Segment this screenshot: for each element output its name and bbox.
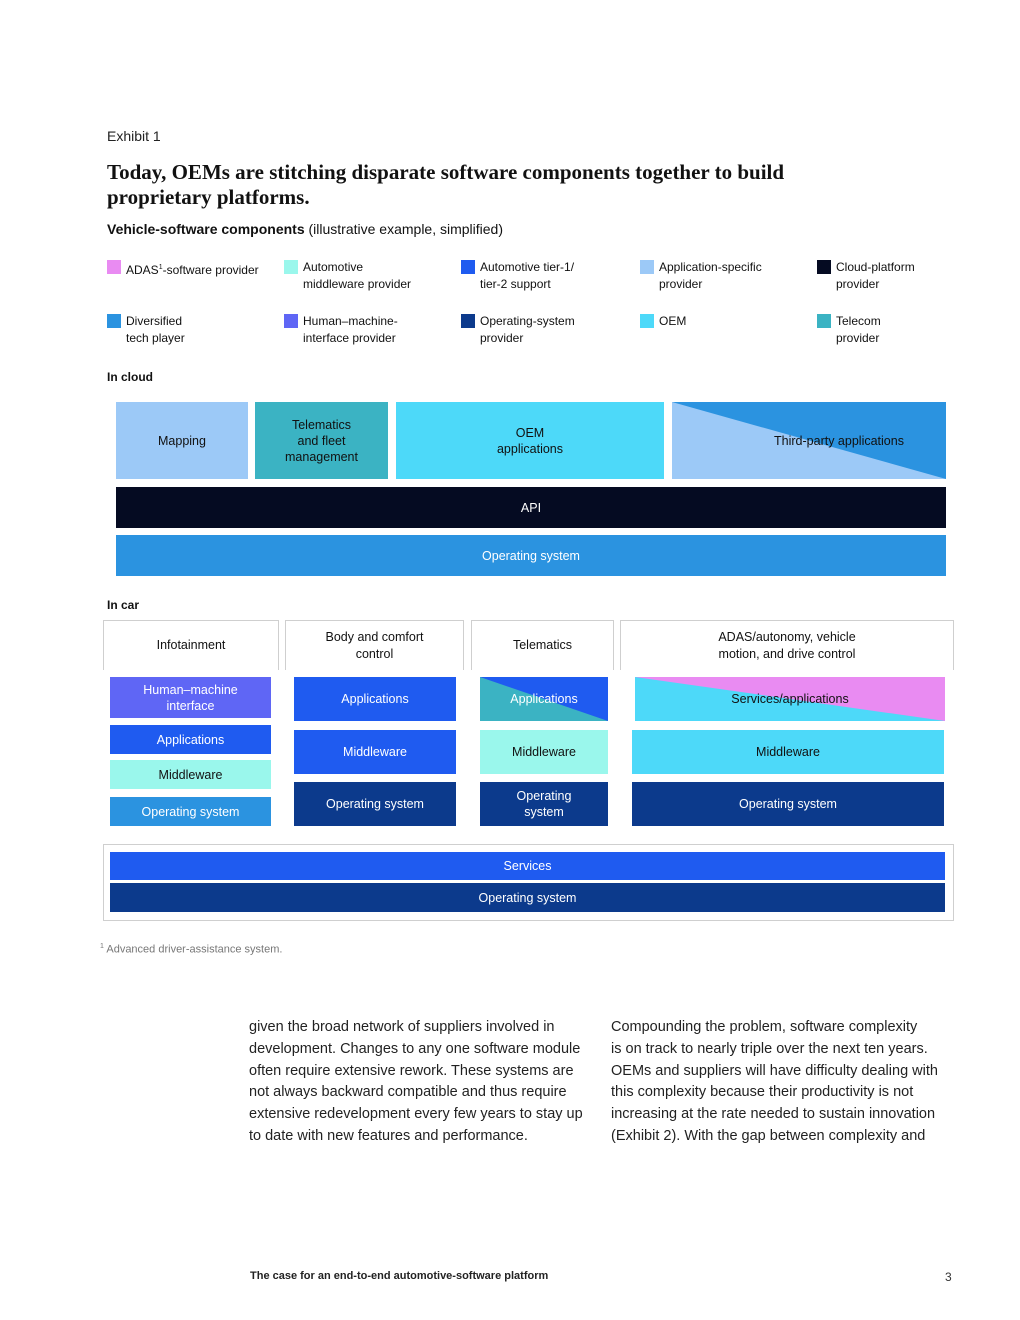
services-os-block: Operating system <box>110 883 945 912</box>
legend-swatch <box>461 260 475 274</box>
telematics-fleet-block: Telematics and fleet management <box>255 402 388 479</box>
cloud-os-block: Operating system <box>116 535 946 576</box>
telematics-applications-block: Applications <box>480 677 608 721</box>
telematics-os-block: Operating system <box>480 782 608 826</box>
mapping-block: Mapping <box>116 402 248 479</box>
subtitle-bold: Vehicle-software components <box>107 221 305 237</box>
legend-swatch <box>817 314 831 328</box>
footer-title: The case for an end-to-end automotive-so… <box>250 1270 549 1282</box>
legend-swatch <box>284 260 298 274</box>
adas-services-applications-block: Services/applications <box>635 677 945 721</box>
telematics-apps-diagonal <box>480 677 608 721</box>
infotainment-middleware-block: Middleware <box>110 760 271 789</box>
body-middleware-block: Middleware <box>294 730 456 774</box>
adas-os-block: Operating system <box>632 782 944 826</box>
adas-middleware-block: Middleware <box>632 730 944 774</box>
legend-swatch <box>461 314 475 328</box>
footnote: 1 Advanced driver-assistance system. <box>100 943 283 956</box>
body-comfort-column-header: Body and comfort control <box>285 620 464 670</box>
exhibit-label: Exhibit 1 <box>107 128 161 144</box>
legend-swatch <box>284 314 298 328</box>
legend-swatch <box>817 260 831 274</box>
infotainment-os-block: Operating system <box>110 797 271 826</box>
telematics-middleware-block: Middleware <box>480 730 608 774</box>
telematics-column-header: Telematics <box>471 620 614 670</box>
subtitle-rest: (illustrative example, simplified) <box>304 221 504 237</box>
infotainment-applications-block: Applications <box>110 725 271 754</box>
in-car-label: In car <box>107 598 140 612</box>
adas-services-diagonal <box>635 677 945 721</box>
page-number: 3 <box>945 1270 952 1284</box>
body-applications-block: Applications <box>294 677 456 721</box>
legend-swatch <box>107 260 121 274</box>
body-text-left: given the broad network of suppliers inv… <box>249 1019 583 1144</box>
oem-applications-block: OEM applications <box>396 402 664 479</box>
body-os-block: Operating system <box>294 782 456 826</box>
legend-swatch <box>640 260 654 274</box>
services-block: Services <box>110 852 945 880</box>
exhibit-title: Today, OEMs are stitching disparate soft… <box>107 160 785 209</box>
third-party-diagonal <box>672 402 946 479</box>
body-text-right: Compounding the problem, software comple… <box>611 1019 938 1144</box>
api-block: API <box>116 487 946 528</box>
exhibit-subtitle: Vehicle-software components (illustrativ… <box>107 221 503 237</box>
legend-swatch <box>107 314 121 328</box>
legend-swatch <box>640 314 654 328</box>
adas-column-header: ADAS/autonomy, vehicle motion, and drive… <box>620 620 954 670</box>
third-party-applications-block: Third-party applications <box>672 402 946 479</box>
services-frame <box>103 844 954 921</box>
infotainment-hmi-block: Human–machine interface <box>110 677 271 718</box>
infotainment-column-header: Infotainment <box>103 620 279 670</box>
in-cloud-label: In cloud <box>107 370 153 384</box>
